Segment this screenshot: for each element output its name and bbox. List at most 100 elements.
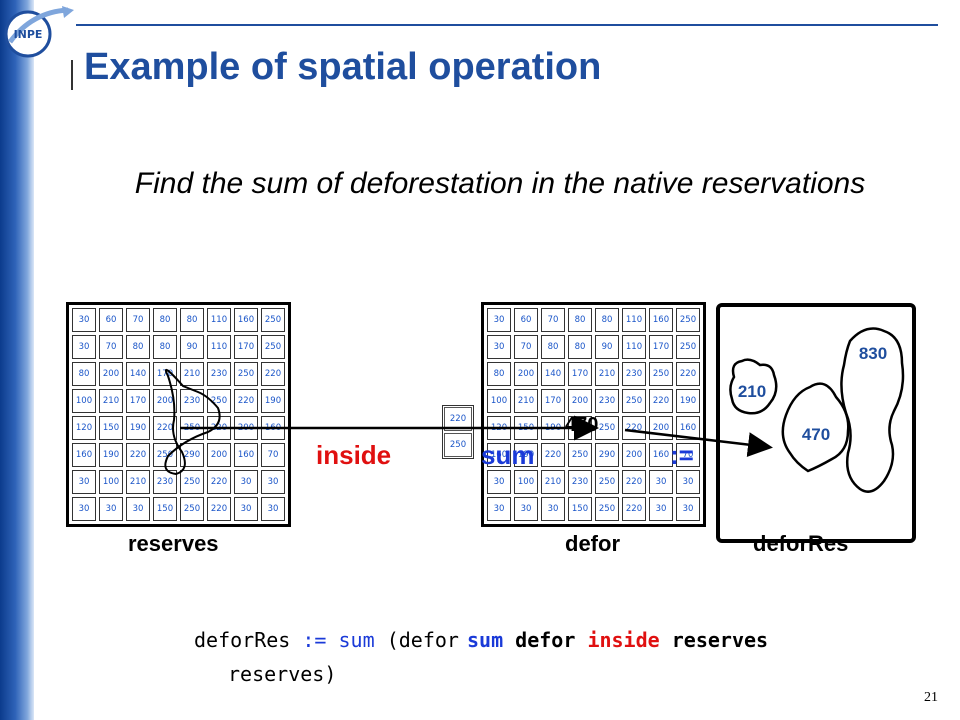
grid-cell: 30: [487, 497, 511, 521]
grid-cell: 80: [126, 335, 150, 359]
grid-cell: 70: [126, 308, 150, 332]
extracted-cell: 250: [444, 433, 472, 457]
grid-cell: 80: [568, 308, 592, 332]
grid-cell: 220: [207, 416, 231, 440]
grid-cell: 250: [180, 470, 204, 494]
grid-cell: 200: [622, 443, 646, 467]
grid-cell: 100: [99, 470, 123, 494]
grid-cell: 170: [153, 362, 177, 386]
region-shape: [840, 327, 905, 493]
grid-cell: 30: [541, 497, 565, 521]
grid-cell: 160: [649, 308, 673, 332]
grid-cell: 170: [234, 335, 258, 359]
grid-cell: 290: [595, 443, 619, 467]
grid-cell: 220: [234, 389, 258, 413]
grid-cell: 210: [99, 389, 123, 413]
region-value: 830: [859, 344, 887, 363]
overlay-inside: inside: [587, 628, 660, 652]
grid-cell: 100: [487, 389, 511, 413]
grid-cell: 80: [72, 362, 96, 386]
grid-cell: 80: [180, 308, 204, 332]
grid-cell: 30: [649, 497, 673, 521]
grid-cell: 170: [541, 389, 565, 413]
op-assign: :=: [670, 440, 694, 470]
grid-cell: 210: [126, 470, 150, 494]
label-deforRes: deforRes: [753, 531, 849, 556]
code-open-paren: (: [386, 628, 399, 652]
grid-cell: 70: [261, 443, 285, 467]
grid-cell: 200: [234, 416, 258, 440]
title-marker: [71, 60, 73, 90]
grid-cell: 60: [99, 308, 123, 332]
grid-cell: 220: [207, 497, 231, 521]
grid-cell: 30: [261, 470, 285, 494]
grid-cell: 80: [153, 335, 177, 359]
grid-cell: 190: [676, 389, 700, 413]
grid-cell: 30: [72, 497, 96, 521]
op-inside: inside: [316, 440, 392, 470]
grid-cell: 80: [487, 362, 511, 386]
page-number: 21: [924, 690, 938, 705]
code-overlay: sum defor inside reserves: [467, 628, 768, 652]
grid-cell: 160: [487, 443, 511, 467]
grid-cell: 90: [180, 335, 204, 359]
grid-cell: 150: [514, 416, 538, 440]
grid-cell: 210: [595, 362, 619, 386]
extracted-cell: 220: [444, 407, 472, 431]
grid-cell: 30: [234, 497, 258, 521]
grid-cell: 110: [207, 308, 231, 332]
grid-cell: 220: [261, 362, 285, 386]
extracted-cells: 220 250: [442, 405, 474, 459]
region-shape: [781, 382, 850, 473]
grid-cell: 230: [153, 470, 177, 494]
grid-cell: 150: [99, 416, 123, 440]
grid-cell: 250: [207, 389, 231, 413]
overlay-reserves: reserves: [671, 628, 769, 652]
grid-cell: 190: [261, 389, 285, 413]
grid-cell: 250: [595, 497, 619, 521]
label-reserves: reserves: [128, 531, 219, 556]
grid-cell: 30: [676, 497, 700, 521]
grid-cell: 190: [126, 416, 150, 440]
logo-text: INPE: [14, 28, 43, 41]
grid-cell: 30: [261, 497, 285, 521]
slide-title: Example of spatial operation: [84, 46, 602, 88]
slide-subtitle: Find the sum of deforestation in the nat…: [134, 167, 866, 200]
grid-cell: 250: [153, 443, 177, 467]
grid-cell: 30: [72, 308, 96, 332]
grid-cell: 160: [261, 416, 285, 440]
grid-cell: 160: [234, 308, 258, 332]
grid-cell: 100: [72, 389, 96, 413]
grid-cell: 200: [514, 362, 538, 386]
grid-cell: 80: [595, 308, 619, 332]
code-arg-partial: defor: [398, 628, 459, 652]
overlay-defor: defor: [515, 628, 576, 652]
grid-cell: 150: [568, 497, 592, 521]
grid-cell: 200: [153, 389, 177, 413]
grid-cell: 160: [676, 416, 700, 440]
grid-cell: 220: [622, 470, 646, 494]
grid-cell: 70: [99, 335, 123, 359]
grid-cell: 250: [595, 416, 619, 440]
label-defor: defor: [565, 531, 620, 556]
grid-cell: 250: [234, 362, 258, 386]
grid-cell: 250: [568, 443, 592, 467]
grid-cell: 80: [568, 335, 592, 359]
code-line-1: deforRes := sum (defor: [194, 628, 459, 652]
grid-cell: 110: [207, 335, 231, 359]
region-value: 470: [802, 425, 830, 444]
region-value: 210: [738, 382, 766, 401]
grid-cell: 140: [126, 362, 150, 386]
grid-cell: 230: [595, 389, 619, 413]
grid-cell: 220: [207, 470, 231, 494]
grid-cell: 80: [541, 335, 565, 359]
grid-cell: 70: [514, 335, 538, 359]
grid-cell: 250: [676, 308, 700, 332]
op-sum: sum: [481, 440, 535, 470]
code-line-2: reserves): [228, 662, 337, 686]
grid-cell: 220: [126, 443, 150, 467]
grid-cell: 220: [649, 389, 673, 413]
grid-cell: 220: [676, 362, 700, 386]
defor-res-map: 210 470 830: [716, 303, 916, 543]
